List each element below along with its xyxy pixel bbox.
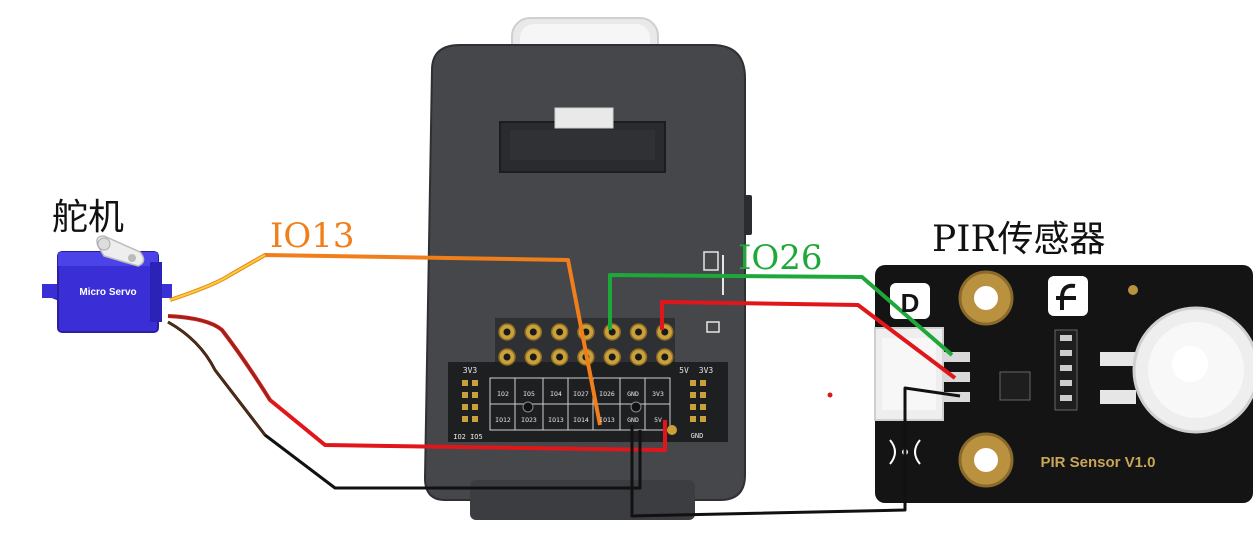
pin-label: IO26: [599, 390, 615, 398]
pir-title: PIR传感器: [932, 219, 1106, 260]
servo-power-lead: [167, 315, 271, 401]
pin-hole-center: [635, 353, 642, 361]
header-left-label: 3V3: [463, 366, 478, 375]
micro-servo: [42, 235, 172, 333]
pin-label: 5V: [654, 416, 662, 424]
header-5v-label: 5V: [679, 366, 689, 375]
servo-gnd-lead: [167, 321, 266, 436]
wire-io26: [608, 273, 954, 357]
io13-wire-label: IO13: [270, 216, 355, 256]
pin-hole-center: [661, 353, 669, 361]
pin-hole-center: [529, 353, 537, 361]
pir-corner-text: D: [901, 288, 920, 318]
pin-hole-center: [608, 328, 616, 336]
pin-label: IO13: [599, 416, 615, 424]
pin-hole-center: [661, 328, 669, 336]
header-gnd-label: GND: [691, 432, 704, 440]
header-left-bottom-label: IO2 IO5: [453, 433, 483, 441]
pin-hole-center: [503, 353, 511, 361]
servo-title: 舵机: [52, 197, 125, 238]
pin-label: IO14: [573, 416, 589, 424]
controller-device: [423, 17, 752, 520]
pin-hole-center: [635, 328, 642, 336]
pin-label: IO4: [550, 390, 562, 398]
pin-label: IO5: [523, 390, 535, 398]
pin-hole-center: [503, 328, 511, 336]
io26-wire-label: IO26: [738, 238, 823, 278]
servo-body-text: Micro Servo: [79, 287, 136, 298]
pin-label: IO2: [497, 390, 509, 398]
wire-pir-3v3: [660, 300, 957, 380]
pin-hole-center: [608, 353, 616, 361]
pin-label: GND: [627, 416, 639, 424]
pin-hole-center: [529, 328, 537, 336]
servo-signal-lead: [169, 254, 266, 301]
wires: [167, 253, 961, 518]
pin-label: IO12: [495, 416, 511, 424]
header-3v3-label: 3V3: [699, 366, 714, 375]
pin-hole-center: [556, 328, 564, 336]
pin-hole-center: [556, 353, 564, 361]
pir-board-text: PIR Sensor V1.0: [1040, 454, 1155, 471]
pin-label: IO13: [548, 416, 564, 424]
wire-pir-gnd: [630, 386, 961, 518]
pin-label: IO23: [521, 416, 537, 424]
pin-label: IO27: [573, 390, 589, 398]
pir-sensor-board: [874, 265, 1253, 503]
pin-label: 3V3: [652, 390, 664, 398]
pin-label: GND: [627, 390, 639, 398]
